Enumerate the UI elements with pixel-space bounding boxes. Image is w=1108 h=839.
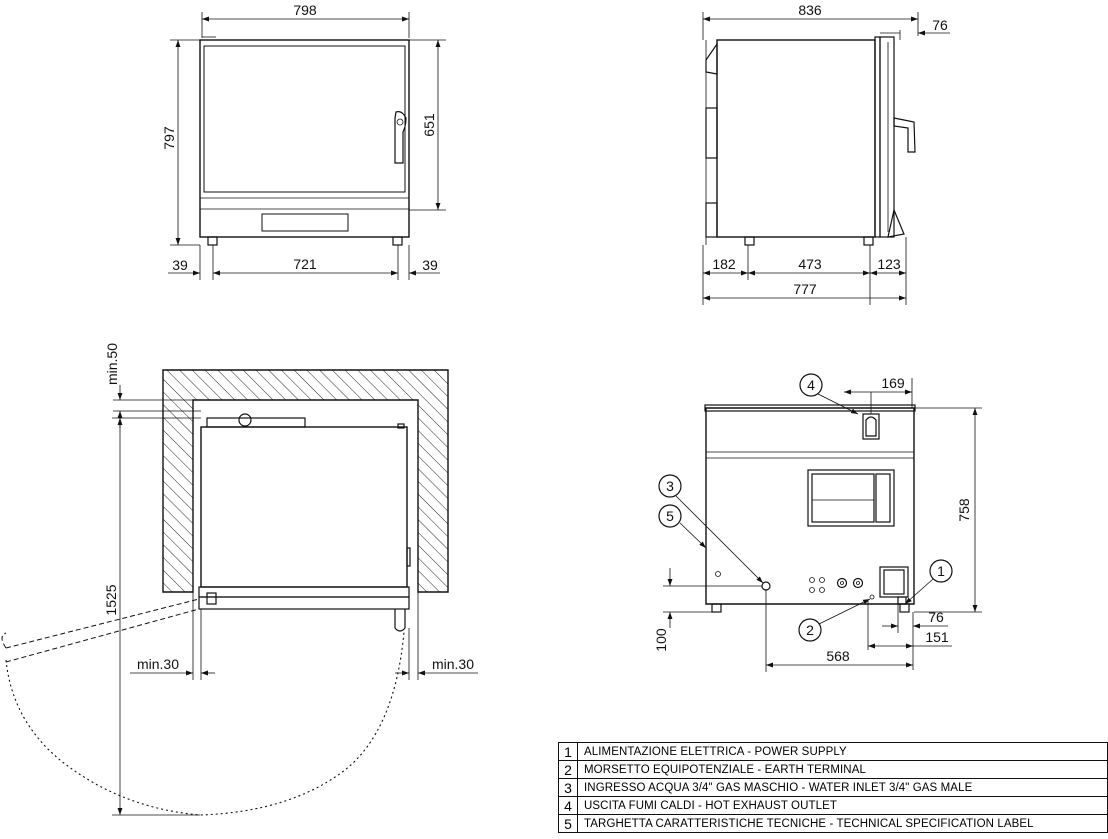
rear-power-offset-b-label: 151 — [925, 629, 949, 645]
front-height-total-label: 797 — [161, 126, 177, 150]
legend-text: USCITA FUMI CALDI - HOT EXHAUST OUTLET — [577, 796, 1108, 815]
callout-3: 3 — [666, 478, 674, 494]
callout-5: 5 — [666, 508, 674, 524]
plan-right-clearance-label: min.30 — [432, 656, 474, 672]
side-rear-offset-label: 182 — [712, 256, 736, 272]
legend-text: INGRESSO ACQUA 3/4" GAS MASCHIO - WATER … — [577, 778, 1108, 797]
rear-view: 169 758 100 76 151 568 4 1 2 — [653, 373, 982, 672]
plan-door-swing-label: 1525 — [103, 584, 119, 615]
callout-1: 1 — [937, 563, 945, 579]
side-feet-span-label: 473 — [798, 256, 822, 272]
rear-height-total-label: 758 — [956, 498, 972, 522]
side-front-offset-label: 123 — [877, 256, 901, 272]
rear-exhaust-offset-label: 169 — [881, 375, 905, 391]
side-door-offset-label: 76 — [932, 17, 948, 33]
legend-row: 3 INGRESSO ACQUA 3/4" GAS MASCHIO - WATE… — [558, 778, 1108, 797]
legend-num: 2 — [558, 760, 578, 779]
legend-table: 1 ALIMENTAZIONE ELETTRICA - POWER SUPPLY… — [558, 742, 1108, 833]
side-feet-depth-label: 777 — [793, 281, 817, 297]
plan-rear-clearance-label: min.50 — [104, 343, 120, 385]
side-view: 836 76 182 473 123 777 — [702, 2, 950, 305]
front-view: 798 797 651 721 39 39 — [161, 2, 446, 280]
front-side-right-label: 39 — [422, 257, 438, 273]
legend-num: 3 — [558, 778, 578, 797]
front-feet-span-label: 721 — [293, 256, 317, 272]
rear-water-height-label: 100 — [653, 628, 669, 652]
legend-row: 1 ALIMENTAZIONE ELETTRICA - POWER SUPPLY — [558, 742, 1108, 761]
rear-power-offset-a-label: 76 — [928, 609, 944, 625]
rear-water-offset-label: 568 — [826, 648, 850, 664]
plan-view: min.50 1525 min.30 min.30 — [1, 343, 478, 816]
legend-num: 1 — [558, 742, 578, 761]
legend-num: 5 — [558, 814, 578, 833]
callout-2: 2 — [806, 622, 814, 638]
legend-text: TARGHETTA CARATTERISTICHE TECNICHE - TEC… — [577, 814, 1108, 833]
side-depth-total-label: 836 — [798, 2, 822, 18]
legend-text: ALIMENTAZIONE ELETTRICA - POWER SUPPLY — [577, 742, 1108, 761]
callout-4: 4 — [807, 377, 815, 393]
front-width-total-label: 798 — [293, 2, 317, 18]
legend-row: 5 TARGHETTA CARATTERISTICHE TECNICHE - T… — [558, 814, 1108, 833]
front-door-height-label: 651 — [421, 113, 437, 137]
legend-text: MORSETTO EQUIPOTENZIALE - EARTH TERMINAL — [577, 760, 1108, 779]
legend-num: 4 — [558, 796, 578, 815]
front-side-left-label: 39 — [172, 257, 188, 273]
plan-left-clearance-label: min.30 — [137, 656, 179, 672]
legend-row: 2 MORSETTO EQUIPOTENZIALE - EARTH TERMIN… — [558, 760, 1108, 779]
legend-row: 4 USCITA FUMI CALDI - HOT EXHAUST OUTLET — [558, 796, 1108, 815]
